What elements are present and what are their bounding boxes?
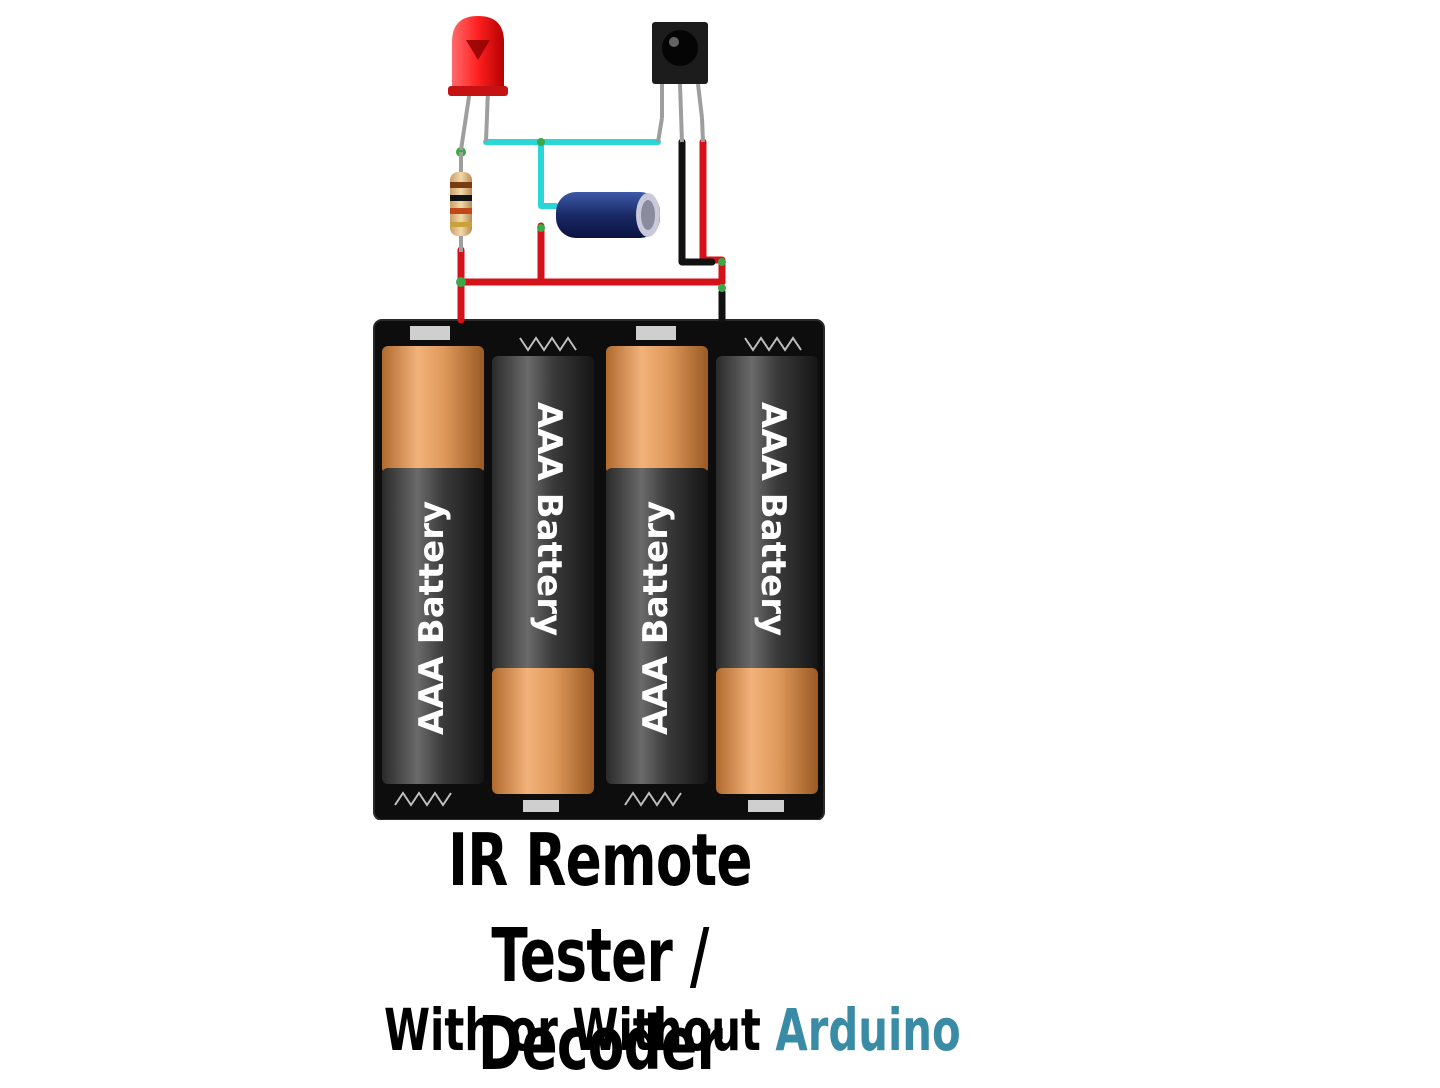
battery-holder	[373, 319, 825, 820]
electrolytic-capacitor	[556, 192, 660, 238]
signal-wires	[483, 139, 661, 209]
title-line-1: IR Remote	[448, 818, 752, 902]
battery-1: AAA Battery	[382, 346, 484, 784]
subtitle: With or Without Arduino	[384, 996, 961, 1064]
red-led	[448, 16, 508, 151]
subtitle-prefix: With or Without	[384, 996, 761, 1064]
title-line-2: Tester / Decoder	[477, 913, 723, 1087]
battery-1-label: AAA Battery	[412, 501, 452, 735]
subtitle-accent: Arduino	[775, 996, 961, 1064]
circuit-diagram: AAA Battery AAA Battery AAA Battery AAA …	[373, 16, 825, 820]
ir-receiver	[652, 22, 708, 143]
battery-3-label: AAA Battery	[636, 501, 676, 735]
negative-wires	[678, 138, 726, 324]
battery-4: AAA Battery	[716, 356, 818, 794]
top-contacts	[394, 336, 802, 807]
battery-3: AAA Battery	[606, 346, 708, 784]
battery-4-label: AAA Battery	[753, 402, 793, 636]
battery-2-label: AAA Battery	[529, 402, 569, 636]
battery-2: AAA Battery	[492, 356, 594, 794]
junction-dots	[456, 138, 726, 292]
resistor	[450, 152, 472, 252]
